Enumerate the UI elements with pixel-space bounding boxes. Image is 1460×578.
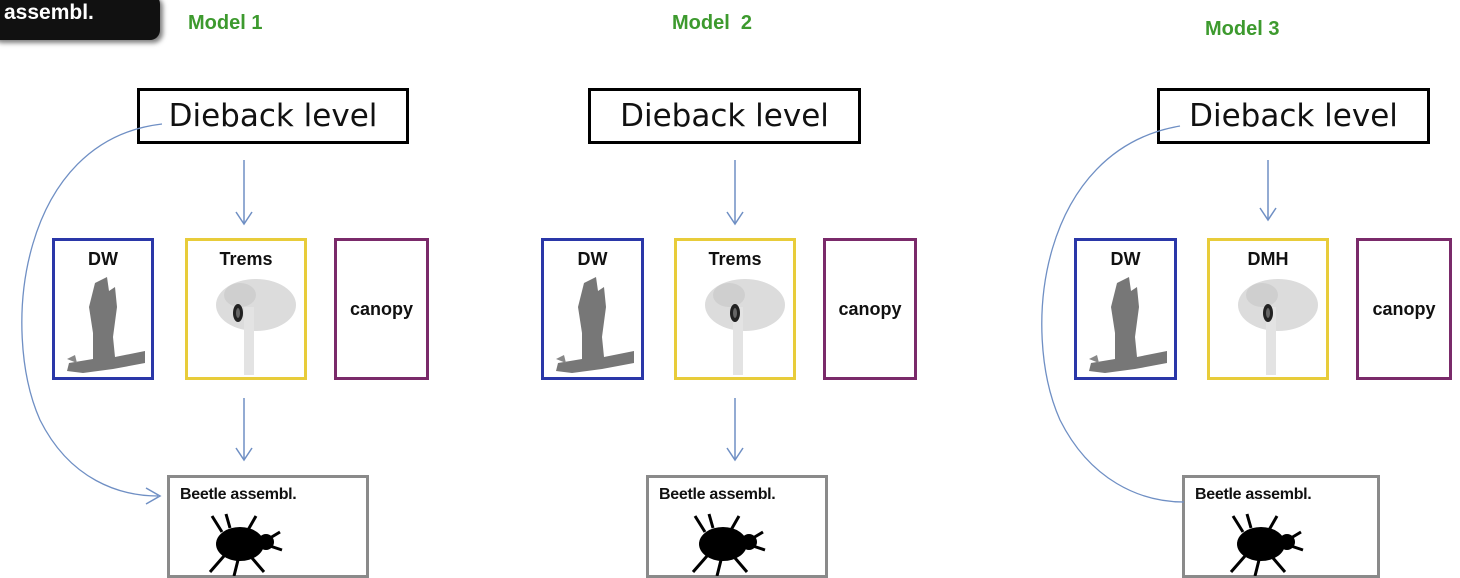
model-2-arrow-dieback-to-cards-head [726, 211, 744, 226]
deadwood-trunk-icon [556, 277, 634, 373]
model-3-beetle-box: Beetle assembl. [1182, 475, 1380, 578]
model-1-beetle-label: Beetle assembl. [180, 486, 297, 503]
model-2-trem-label: Trems [708, 249, 762, 269]
tree-with-cavity-icon [705, 279, 785, 375]
model-1-dw-card: DW [52, 238, 154, 380]
model-2-beetle-label: Beetle assembl. [659, 486, 776, 503]
model-1-canopy-card: canopy [334, 238, 429, 380]
model-1-title: Model 1 [188, 12, 263, 34]
beetle-icon [208, 513, 283, 576]
model-3-dieback-box: Dieback level [1157, 88, 1430, 144]
model-1-curve-arrowhead [145, 487, 162, 505]
model-2-arrow-cards-to-beetle-head [726, 447, 744, 462]
model-2-trem-card: Trems [674, 238, 796, 380]
model-3-canopy-label: canopy [1372, 299, 1436, 319]
model-2-dw-card: DW [541, 238, 644, 380]
beetle-icon [1229, 513, 1304, 576]
model-1-dw-label: DW [88, 249, 118, 269]
model-3-arrow-dieback-to-cards-head [1259, 207, 1277, 222]
model-3-title: Model 3 [1205, 18, 1280, 40]
tree-with-cavity-icon [216, 279, 296, 375]
model-1-dieback-box: Dieback level [137, 88, 409, 144]
model-3-dmh-card: DMH [1207, 238, 1329, 380]
model-2-canopy-card: canopy [823, 238, 917, 380]
tree-with-cavity-icon [1238, 279, 1318, 375]
model-1-trem-card: Trems [185, 238, 307, 380]
model-2-dw-label: DW [577, 249, 608, 269]
model-1-arrow-dieback-to-cards-head [235, 211, 253, 226]
model-2-dieback-box: Dieback level [588, 88, 861, 144]
model-2-canopy-label: canopy [838, 299, 902, 319]
model-1-canopy-label: canopy [349, 299, 414, 319]
corner-badge: assembl. [0, 0, 160, 40]
deadwood-trunk-icon [1089, 277, 1167, 373]
deadwood-trunk-icon [67, 277, 145, 373]
model-2-beetle-box: Beetle assembl. [646, 475, 828, 578]
model-1-beetle-box: Beetle assembl. [167, 475, 369, 578]
beetle-icon [691, 513, 766, 576]
model-3-dmh-label: DMH [1247, 249, 1289, 269]
model-2-title: Model 2 [672, 12, 753, 34]
model-1-arrow-cards-to-beetle-head [235, 447, 253, 462]
model-3-dw-card: DW [1074, 238, 1177, 380]
model-3-beetle-label: Beetle assembl. [1195, 486, 1312, 503]
model-3-canopy-card: canopy [1356, 238, 1452, 380]
model-1-trem-label: Trems [219, 249, 273, 269]
model-3-dw-label: DW [1110, 249, 1141, 269]
